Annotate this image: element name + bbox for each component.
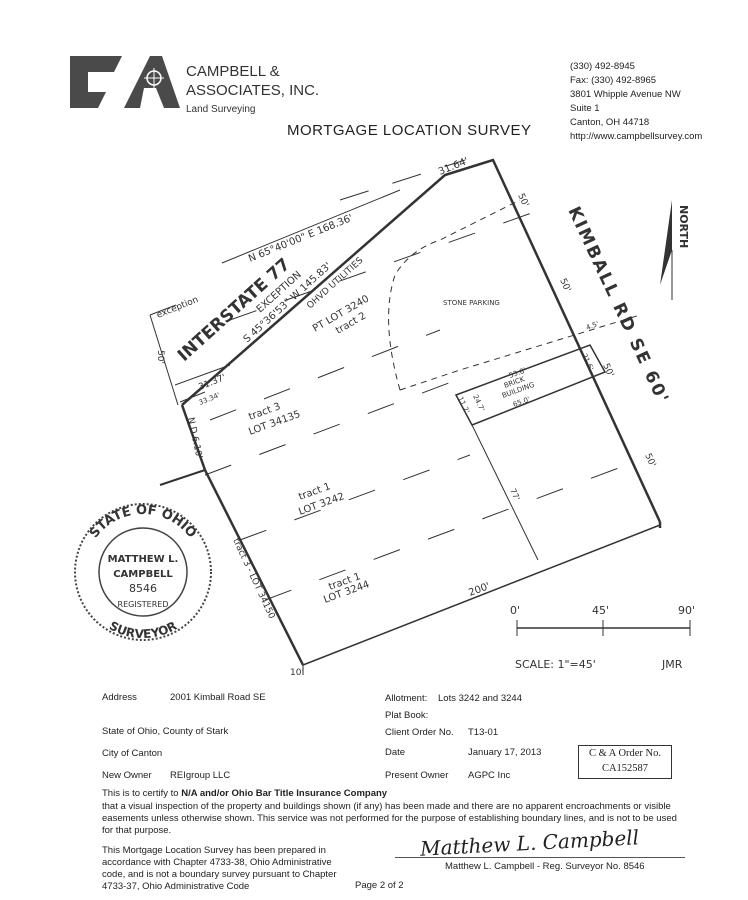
boundary-line	[159, 469, 206, 486]
company-line2: ASSOCIATES, INC.	[186, 82, 320, 99]
brick-building	[454, 344, 607, 426]
seal-bottom: SURVEYOR	[107, 619, 179, 642]
surveyor-seal: STATE OF OHIO SURVEYOR MATTHEW L. CAMPBE…	[74, 503, 212, 642]
allotment-label: Allotment:	[385, 693, 428, 704]
certify-to: N/A and/or Ohio Bar Title Insurance Comp…	[181, 788, 388, 799]
dim-50-left: 50'	[155, 350, 165, 364]
company-name: CAMPBELL & ASSOCIATES, INC. Land Surveyi…	[186, 62, 319, 119]
date-label: Date	[385, 747, 406, 758]
dim-31-64: 31.64'	[437, 156, 470, 178]
road-dim: 50'	[642, 452, 657, 469]
seal-number: 8546	[129, 582, 157, 595]
building-dim-width: 65.0'	[512, 395, 531, 409]
address-label: Address	[102, 692, 137, 703]
dim-24-7: 24.7'	[471, 393, 486, 412]
company-line1: CAMPBELL &	[186, 63, 280, 80]
state-county: State of Ohio, County of Stark	[102, 726, 229, 737]
svg-text:NORTH: NORTH	[677, 205, 690, 248]
dim-21-6: 21.6'	[580, 352, 595, 371]
scale-bar	[516, 620, 691, 636]
tract3-lot34150: tract 3 - LOT 34150	[230, 537, 276, 621]
date: January 17, 2013	[468, 747, 542, 758]
page-title: MORTGAGE LOCATION SURVEY	[287, 122, 532, 139]
contact-block: (330) 492-8945 Fax: (330) 492-8965 3801 …	[570, 60, 702, 144]
contact-line: Canton, OH 44718	[570, 117, 650, 128]
seal-registered: REGISTERED	[118, 600, 169, 609]
bearing-top: N 65°40'00" E 168.36'	[247, 213, 355, 265]
dim-4-5: 4.5'	[585, 320, 600, 332]
contact-line: http://www.campbellsurvey.com	[570, 131, 703, 142]
dim-31-37: 31.37'	[197, 373, 227, 393]
client-order: T13-01	[468, 727, 499, 738]
road-dim: 50'	[600, 362, 615, 379]
signature-line	[395, 857, 685, 858]
company-sub: Land Surveying	[186, 104, 256, 115]
contact-line: (330) 492-8945	[570, 61, 635, 72]
boundary-line	[181, 158, 662, 523]
scale-label: SCALE: 1"=45'	[515, 658, 596, 671]
contact-line: Fax: (330) 492-8965	[570, 75, 657, 86]
exception-upper: exception	[155, 295, 200, 321]
new-owner: REIgroup LLC	[170, 770, 231, 781]
page-number: Page 2 of 2	[355, 880, 404, 891]
certify-body: that a visual inspection of the property…	[102, 801, 677, 836]
plat-book-label: Plat Book:	[385, 710, 429, 721]
scale-tick: 90'	[678, 604, 695, 617]
svg-text:SURVEYOR: SURVEYOR	[107, 619, 179, 642]
certify-prefix: This is to certify to	[102, 788, 179, 799]
road-dim: 50'	[515, 192, 530, 209]
new-owner-label: New Owner	[102, 770, 152, 781]
dim-11-2: 11.2'	[456, 395, 471, 414]
company-logo	[70, 56, 180, 108]
seal-name2: CAMPBELL	[113, 569, 173, 580]
scale-tick: 0'	[510, 604, 520, 617]
city: City of Canton	[102, 748, 163, 759]
ca-order-box: C & A Order No. CA152587	[578, 745, 672, 779]
signer-name: Matthew L. Campbell - Reg. Surveyor No. …	[445, 861, 645, 872]
plat-drawing: 31.64' N 65°40'00" E 168.36' exception I…	[74, 156, 695, 678]
present-owner: AGPC Inc	[468, 770, 511, 781]
ca-order-label: C & A Order No.	[588, 748, 662, 759]
initials: JMR	[661, 658, 683, 671]
parking-outline	[388, 199, 641, 391]
nd-top: N.D.6.10'	[185, 417, 203, 460]
scale-tick: 45'	[592, 604, 609, 617]
contact-line: Suite 1	[570, 103, 600, 114]
prepared-statement: This Mortgage Location Survey has been p…	[102, 845, 337, 892]
present-owner-label: Present Owner	[385, 770, 449, 781]
road-dim: 50'	[557, 277, 572, 294]
seal-top: STATE OF OHIO	[87, 503, 199, 541]
client-order-label: Client Order No.	[385, 727, 454, 738]
north-arrow: NORTH	[660, 200, 690, 300]
certify-line: This is to certify to N/A and/or Ohio Ba…	[102, 788, 702, 799]
svg-text:STATE OF OHIO: STATE OF OHIO	[87, 503, 199, 541]
contact-line: 3801 Whipple Avenue NW	[570, 89, 681, 100]
seal-name1: MATTHEW L.	[108, 554, 179, 565]
dim-10: 10'	[290, 668, 304, 678]
dim-77: 77'	[508, 487, 521, 502]
allotment: Lots 3242 and 3244	[438, 693, 522, 704]
stone-parking-label: STONE PARKING	[443, 299, 500, 307]
ca-order: CA152587	[601, 763, 649, 774]
road-label: KIMBALL RD SE 60'	[563, 204, 672, 408]
address-value: 2001 Kimball Road SE	[170, 692, 266, 703]
